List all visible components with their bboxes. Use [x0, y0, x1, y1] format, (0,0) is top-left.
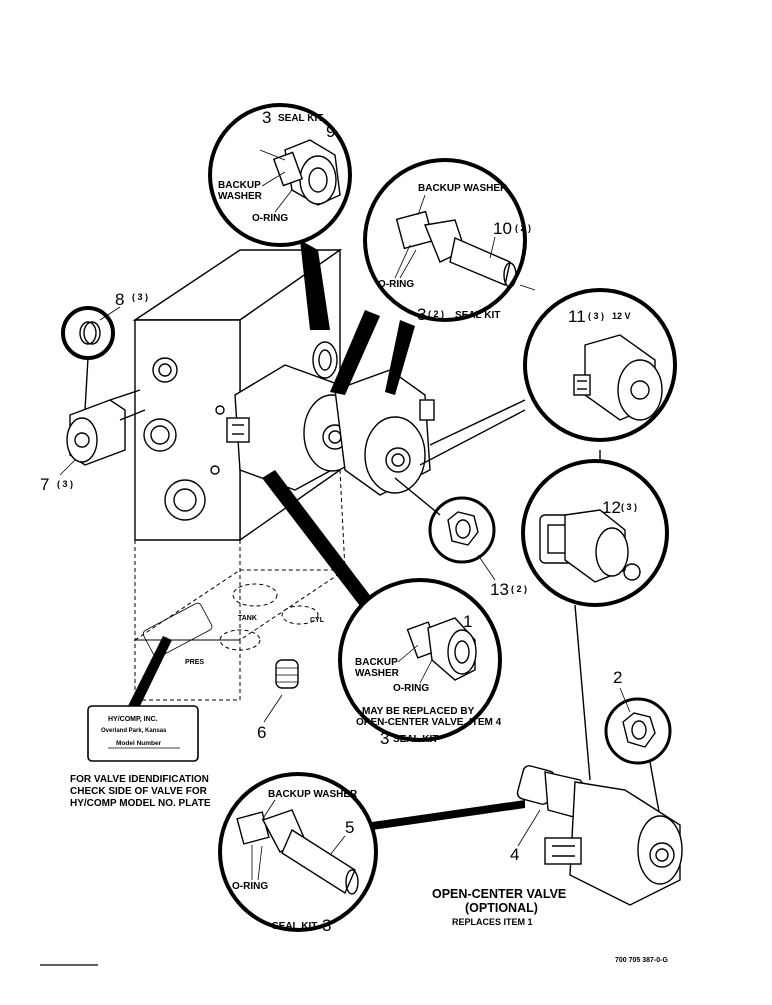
- nameplate-model-label: Model Number: [116, 740, 162, 747]
- seal-kit-9-item: 3: [262, 108, 271, 127]
- plug-6: [275, 659, 299, 689]
- open-center-subtitle: (OPTIONAL): [465, 901, 538, 915]
- seal-kit-10-item: 3: [417, 305, 426, 324]
- ring-8-leader: [84, 357, 89, 411]
- nameplate-caption-line3: HY/COMP MODEL NO. PLATE: [70, 798, 211, 809]
- solenoid-coil-rear: [334, 369, 435, 496]
- nameplate-city: Overland Park, Kansas: [101, 728, 167, 734]
- seal-kit-1-label: SEAL KIT: [393, 734, 438, 745]
- part-8-qty: ( 3 ): [132, 292, 148, 302]
- part-1-number: 1: [463, 612, 472, 631]
- part-10-qty: ( 2 ): [515, 223, 531, 233]
- seal-kit-9-o-ring: O-RING: [252, 213, 288, 224]
- open-center-valve: [516, 765, 683, 906]
- part-13-qty: ( 2 ): [511, 584, 527, 594]
- drawing-number: 700 705 387-0-G: [615, 957, 668, 964]
- seal-kit-5-label: SEAL KIT: [272, 921, 317, 932]
- part-2-number: 2: [613, 668, 622, 687]
- callout-seal-kit-5: [218, 772, 378, 932]
- nameplate-caption-line1: FOR VALVE IDENDIFICATION: [70, 774, 209, 785]
- plug-7: [66, 389, 146, 466]
- port-cyl-label: CYL: [310, 617, 325, 624]
- part-7-number: 7: [40, 475, 49, 494]
- seal-kit-10-backup-washer: BACKUP WASHER: [418, 183, 508, 194]
- callout-seal-kit-10: [363, 158, 536, 322]
- seal-kit-10-o-ring: O-RING: [378, 279, 414, 290]
- callout-coil-11: [523, 288, 677, 442]
- open-center-title: OPEN-CENTER VALVE: [432, 887, 566, 901]
- part-5-number: 5: [345, 818, 354, 837]
- part-13-number: 13: [490, 580, 509, 599]
- seal-kit-5-item: 3: [322, 916, 331, 935]
- seal-kit-9-label: SEAL KIT: [278, 113, 323, 124]
- seal-kit-1-o-ring: O-RING: [393, 683, 429, 694]
- seal-kit-10-label: SEAL KIT: [455, 310, 500, 321]
- nameplate-caption-line2: CHECK SIDE OF VALVE FOR: [70, 786, 208, 797]
- part-9-number: 9: [326, 122, 335, 141]
- part-11-number: 11: [568, 307, 586, 326]
- part-6-number: 6: [257, 723, 266, 742]
- seal-kit-5-backup-washer: BACKUP WASHER: [268, 789, 358, 800]
- part-4-number: 4: [510, 845, 519, 864]
- part-12-number: 12: [602, 498, 621, 517]
- callout-seal-kit-1: [338, 578, 502, 742]
- seal-kit-5-o-ring: O-RING: [232, 881, 268, 892]
- open-center-note: REPLACES ITEM 1: [452, 917, 533, 927]
- port-tank-label: TANK: [238, 615, 257, 622]
- callout-coil-12: [521, 459, 669, 607]
- nameplate-brand: HY/COMP, INC.: [108, 716, 158, 723]
- callout-nut-2: [604, 697, 672, 765]
- part-7-qty: ( 3 ): [57, 479, 73, 489]
- part-11-voltage: 12 V: [612, 311, 631, 321]
- nameplate: [87, 705, 199, 762]
- part-11-qty: ( 3 ): [588, 311, 604, 321]
- port-pres-label: PRES: [185, 659, 204, 666]
- seal-kit-10-item-qty: ( 2 ): [428, 309, 444, 319]
- seal-kit-1-note-line2: OPEN-CENTER VALVE, ITEM 4: [356, 717, 502, 728]
- part-10-number: 10: [493, 219, 512, 238]
- part-12-qty: ( 3 ): [621, 502, 637, 512]
- part-8-number: 8: [115, 290, 124, 309]
- seal-kit-1-note-line1: MAY BE REPLACED BY: [362, 706, 475, 717]
- seal-kit-1-item: 3: [380, 729, 389, 748]
- callout-nut-13: [428, 496, 496, 564]
- ring-8: [61, 306, 115, 360]
